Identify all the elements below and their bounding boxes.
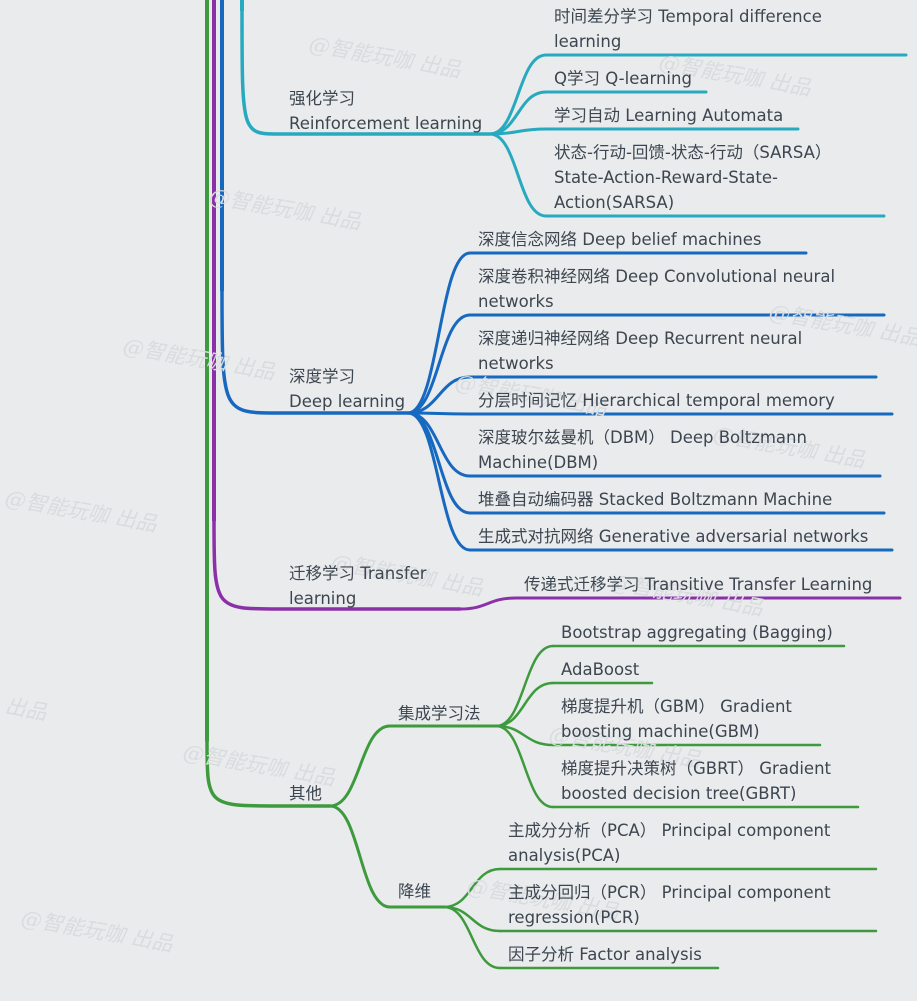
child-link-sbm [406,411,472,515]
node-dbm1[interactable]: 深度信念网络 Deep belief machines [478,230,762,249]
node-ensemble[interactable]: 集成学习法 [398,704,481,723]
branch-link-other [205,738,332,808]
child-link-sarsa [488,132,548,218]
branch-link-transfer [212,518,462,611]
leaf-link-pcr [442,905,502,933]
node-cnn[interactable]: 深度卷积神经网络 Deep Convolutional neural netwo… [478,267,836,311]
child-link-ttl [458,596,518,611]
child-link-gan [406,411,472,552]
leaf-link-gbrt [494,724,555,809]
node-branch-deep[interactable]: 深度学习 Deep learning [289,367,406,411]
branch-link-reinforcement [240,8,492,136]
child-link-cnn [406,313,472,415]
node-ql[interactable]: Q学习 Q-learning [554,69,692,88]
child-link-dbm1 [406,251,472,415]
node-dimred[interactable]: 降维 [398,882,431,901]
node-bagging[interactable]: Bootstrap aggregating (Bagging) [561,623,833,642]
node-td[interactable]: 时间差分学习 Temporal difference learning [554,7,822,51]
node-ttl[interactable]: 传递式迁移学习 Transitive Transfer Learning [524,575,873,594]
branch-link-deep [220,288,410,415]
child-link-ensemble [328,724,392,808]
node-gbrt[interactable]: 梯度提升决策树（GBRT） Gradient boosted decision … [561,759,832,803]
node-pca[interactable]: 主成分分析（PCA） Principal component analysis(… [508,821,831,865]
child-link-la [488,127,548,136]
leaf-link-fa [442,905,502,970]
node-la[interactable]: 学习自动 Learning Automata [554,106,784,125]
node-pcr[interactable]: 主成分回归（PCR） Principal component regressio… [508,883,831,927]
leaf-link-bagging [494,644,555,728]
node-gan[interactable]: 生成式对抗网络 Generative adversarial networks [478,527,869,546]
node-fa[interactable]: 因子分析 Factor analysis [508,945,702,964]
node-branch-reinforcement[interactable]: 强化学习 Reinforcement learning [289,89,483,133]
node-htm[interactable]: 分层时间记忆 Hierarchical temporal memory [478,391,835,410]
node-adaboost[interactable]: AdaBoost [561,660,640,679]
child-link-dimred [328,804,392,909]
node-dbm2[interactable]: 深度玻尔兹曼机（DBM） Deep Boltzmann Machine(DBM) [478,428,807,472]
leaf-link-adaboost [494,681,555,728]
leaf-link-pca [442,867,502,909]
node-sarsa[interactable]: 状态-行动-回馈-状态-行动（SARSA） State-Action-Rewar… [554,143,832,212]
node-rnn[interactable]: 深度递归神经网络 Deep Recurrent neural networks [478,329,803,373]
node-branch-other[interactable]: 其他 [289,784,322,803]
node-gbm[interactable]: 梯度提升机（GBM） Gradient boosting machine(GBM… [561,697,792,741]
node-sbm[interactable]: 堆叠自动编码器 Stacked Boltzmann Machine [478,490,833,509]
node-branch-transfer[interactable]: 迁移学习 Transfer learning [289,564,427,608]
